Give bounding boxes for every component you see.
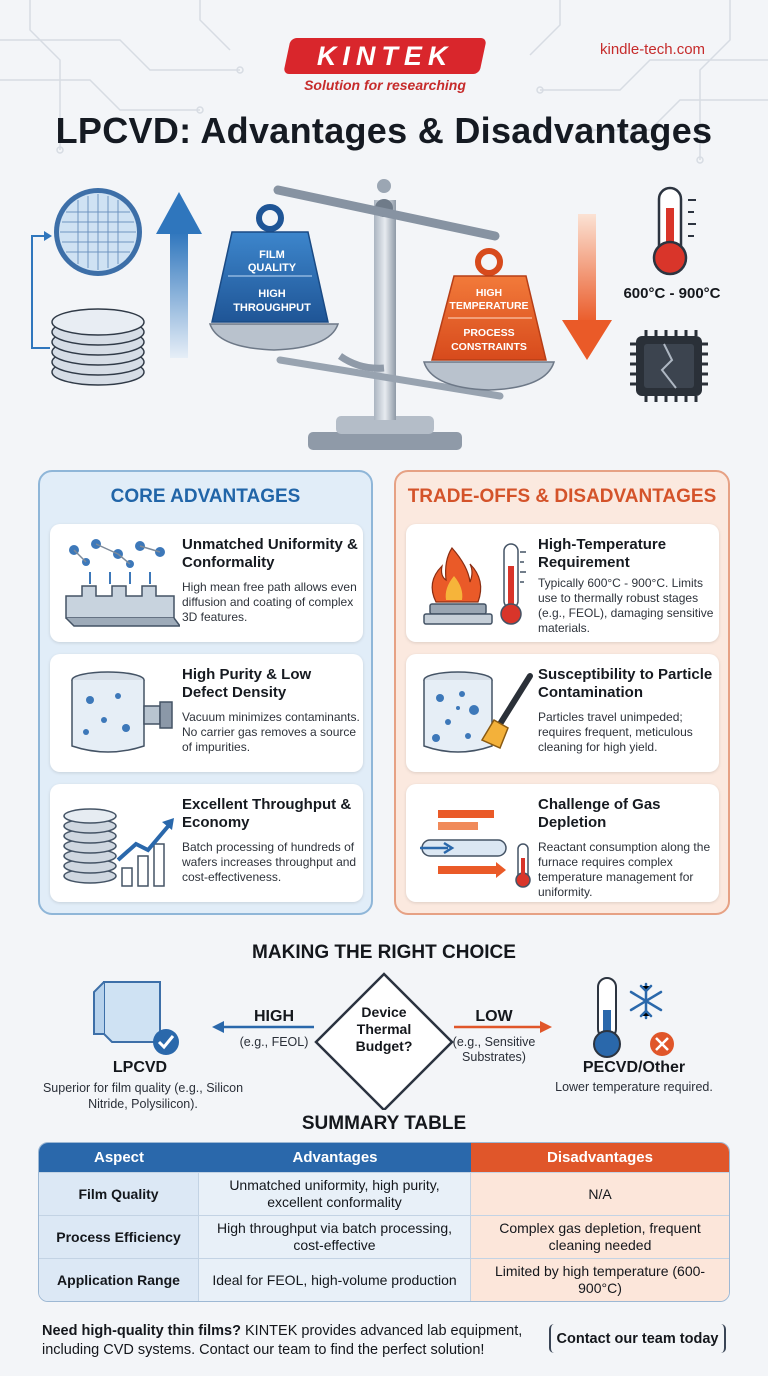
lpcvd-option: LPCVD: [112, 1059, 168, 1076]
right-weight-line3: PROCESS: [463, 327, 514, 339]
thermometer-icon: [652, 186, 696, 276]
table-cell: Limited by high temperature (600-900°C): [471, 1258, 729, 1301]
chamber-brush-icon: [423, 671, 533, 753]
disadvantage-title-1: High-Temperature Requirement: [538, 536, 667, 571]
advantage-text-2: Vacuum minimizes contaminants. No carrie…: [182, 710, 360, 754]
table-cell: Complex gas depletion, frequent cleaning…: [471, 1215, 729, 1258]
left-weight-line2: QUALITY: [248, 262, 297, 274]
flame-heater-icon: [423, 543, 526, 625]
table-cell: Process Efficiency: [39, 1215, 199, 1258]
disadvantage-text-2: Particles travel unimpeded; requires fre…: [538, 710, 693, 754]
table-row: Film Quality Unmatched uniformity, high …: [39, 1172, 729, 1215]
pecvd-description: Lower temperature required.: [555, 1080, 713, 1094]
low-example: (e.g., Sensitive Substrates): [452, 1035, 536, 1064]
advantages-title: CORE ADVANTAGES: [110, 486, 301, 507]
advantage-title-2: High Purity & Low Defect Density: [182, 666, 312, 701]
footer-body: KINTEK provides advanced lab equipment, …: [42, 1323, 523, 1358]
table-cell: Ideal for FEOL, high-volume production: [199, 1258, 471, 1301]
advantage-text-3: Batch processing of hundreds of wafers i…: [182, 840, 357, 884]
high-example: (e.g., FEOL): [239, 1035, 309, 1049]
chip-icon: [630, 330, 708, 402]
left-weight-line1: FILM: [259, 249, 285, 261]
kintek-logo: KINTEK: [283, 38, 487, 74]
advantage-text-1: High mean free path allows even diffusio…: [182, 580, 357, 624]
right-weight-line1: HIGH: [476, 287, 502, 299]
site-link[interactable]: kindle-tech.com: [600, 41, 706, 58]
disadvantage-card-depletion: Challenge of Gas Depletion Reactant cons…: [406, 784, 719, 902]
table-cell: Application Range: [39, 1258, 199, 1301]
table-row: Application Range Ideal for FEOL, high-v…: [39, 1258, 729, 1301]
scale-stand: [273, 179, 504, 450]
table-cell: N/A: [471, 1172, 729, 1215]
header-disadvantages: Disadvantages: [471, 1143, 729, 1172]
disadvantage-card-contamination: Susceptibility to Particle Contamination…: [406, 654, 719, 772]
table-row: Process Efficiency High throughput via b…: [39, 1215, 729, 1258]
header-advantages: Advantages: [199, 1143, 471, 1172]
disadvantage-card-temperature: High-Temperature Requirement Typically 6…: [406, 524, 719, 642]
right-weight-line2: TEMPERATURE: [449, 300, 528, 312]
high-label: HIGH: [254, 1008, 294, 1025]
lpcvd-description: Superior for film quality (e.g., Silicon…: [42, 1081, 244, 1111]
page-title: LPCVD: Advantages & Disadvantages: [55, 110, 713, 151]
arrow-up-icon: [156, 192, 202, 358]
contact-button[interactable]: Contact our team today: [549, 1324, 726, 1353]
left-weight-line3: HIGH: [258, 288, 286, 300]
x-mark-icon: [650, 1032, 674, 1056]
disadvantage-text-1: Typically 600°C - 900°C. Limits use to t…: [538, 576, 714, 635]
wafer-stack-icon: [51, 308, 145, 386]
temperature-label: 600°C - 900°C: [623, 285, 720, 302]
document-check-icon: [93, 981, 179, 1055]
left-weight-line4: THROUGHPUT: [233, 302, 311, 314]
gas-depletion-icon: [420, 810, 531, 888]
logo-tagline: Solution for researching: [304, 77, 466, 93]
decision-title: MAKING THE RIGHT CHOICE: [252, 942, 516, 963]
summary-table: Aspect Advantages Disadvantages Film Qua…: [38, 1142, 730, 1302]
throughput-chart-icon: [63, 808, 174, 887]
advantage-card-uniformity: Unmatched Uniformity & Conformality High…: [50, 524, 363, 642]
orange-weight: HIGH TEMPERATURE PROCESS CONSTRAINTS: [422, 248, 556, 391]
table-cell: Unmatched uniformity, high purity, excel…: [199, 1172, 471, 1215]
table-cell: Film Quality: [39, 1172, 199, 1215]
logo-text: KINTEK: [316, 40, 454, 71]
wafer-icon: [54, 188, 142, 276]
pecvd-option: PECVD/Other: [582, 1059, 686, 1076]
circuit-background: [0, 0, 768, 164]
core-advantages-panel: CORE ADVANTAGES Unmatched Uniformity & C…: [38, 470, 373, 915]
decision-question: Device Thermal Budget?: [355, 1004, 413, 1054]
disadvantage-text-3: Reactant consumption along the furnace r…: [538, 840, 711, 899]
trade-offs-panel: TRADE-OFFS & DISADVANTAGES High-Temperat…: [394, 470, 730, 915]
advantage-card-purity: High Purity & Low Defect Density Vacuum …: [50, 654, 363, 772]
footer-lead: Need high-quality thin films?: [42, 1323, 241, 1339]
low-label: LOW: [475, 1008, 513, 1025]
table-header-row: Aspect Advantages Disadvantages: [39, 1143, 729, 1172]
blue-weight: FILM QUALITY HIGH THROUGHPUT: [208, 204, 340, 351]
disadvantage-title-3: Challenge of Gas Depletion: [538, 796, 661, 831]
disadvantages-title: TRADE-OFFS & DISADVANTAGES: [407, 486, 717, 507]
footer-message: Need high-quality thin films? KINTEK pro…: [42, 1322, 542, 1360]
advantage-title-1: Unmatched Uniformity & Conformality: [182, 536, 358, 571]
balance-scale-illustration: FILM QUALITY HIGH THROUGHPUT HIGH TEMPER…: [31, 179, 721, 450]
vacuum-chamber-icon: [71, 671, 173, 753]
table-cell: High throughput via batch processing, co…: [199, 1215, 471, 1258]
cold-thermometer-icon: [593, 977, 621, 1058]
advantage-card-throughput: Excellent Throughput & Economy Batch pro…: [50, 784, 363, 902]
arrow-down-icon: [562, 214, 612, 360]
header-aspect: Aspect: [39, 1143, 199, 1172]
advantage-title-3: Excellent Throughput & Economy: [182, 796, 352, 831]
decision-flow: [93, 972, 674, 1110]
conformality-icon: [65, 539, 180, 627]
disadvantage-title-2: Susceptibility to Particle Contamination: [538, 666, 713, 701]
summary-title: SUMMARY TABLE: [301, 1113, 467, 1134]
snowflake-icon: [629, 982, 663, 1020]
right-weight-line4: CONSTRAINTS: [451, 341, 527, 353]
